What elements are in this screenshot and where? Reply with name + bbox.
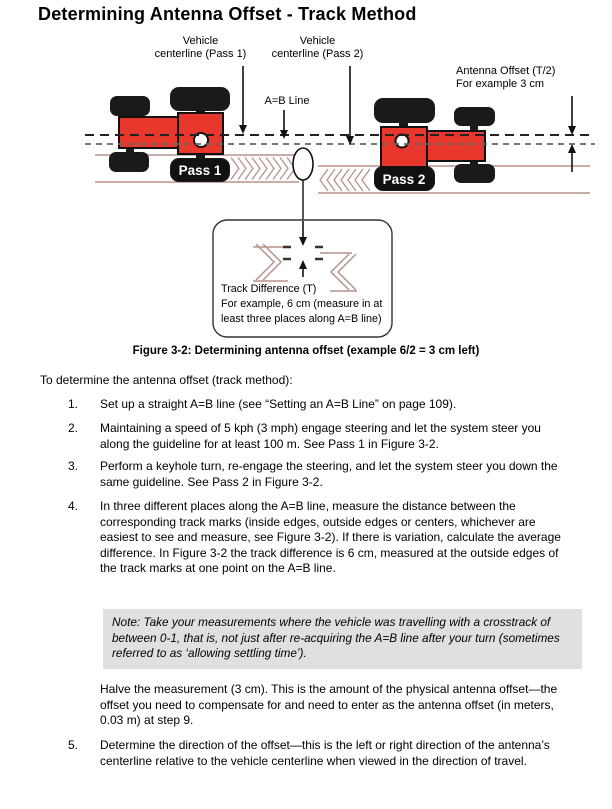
callout-box [212,219,393,338]
step-4-text: In three different places along the A=B … [100,499,561,575]
intro-text: To determine the antenna offset (track m… [40,373,293,387]
badge-pass2: Pass 2 [374,168,434,190]
label-vehicle-centerline-pass1: Vehicle centerline (Pass 1) [154,35,247,60]
badge-pass1: Pass 1 [171,159,229,181]
step-2-number: 2. [68,421,79,435]
callout-chevron-right [320,252,357,292]
callout-chevron-left [253,243,288,282]
halve-paragraph: Halve the measurement (3 cm). This is th… [100,682,558,727]
step-2-text: Maintaining a speed of 5 kph (3 mph) eng… [100,421,541,451]
antenna-pass2 [394,133,410,149]
step-3-number: 3. [68,459,79,473]
magnifier-ellipse [292,147,314,221]
step-1-number: 1. [68,397,79,411]
track-marks-pass2 [318,165,590,194]
pointer-arrows [239,66,576,172]
step-5-number: 5. [68,738,79,752]
label-ab-line: A=B Line [264,95,310,107]
figure-caption: Figure 3-2: Determining antenna offset (… [132,345,480,357]
page-title: Determining Antenna Offset - Track Metho… [38,4,417,24]
callout-label: Track Difference (T) For example, 6 cm (… [221,283,383,325]
step-3-text: Perform a keyhole turn, re-engage the st… [100,459,558,489]
step-4-number: 4. [68,499,79,513]
label-antenna-offset: Antenna Offset (T/2) For example 3 cm [456,65,556,90]
note-box: Note: Take your measurements where the v… [103,609,582,669]
step-1-text: Set up a straight A=B line (see “Setting… [100,397,457,411]
label-vehicle-centerline-pass2: Vehicle centerline (Pass 2) [271,35,364,60]
step-5-text: Determine the direction of the offset—th… [100,738,550,768]
centerline-dashes [85,134,595,145]
note-text: Note: Take your measurements where the v… [112,615,560,660]
